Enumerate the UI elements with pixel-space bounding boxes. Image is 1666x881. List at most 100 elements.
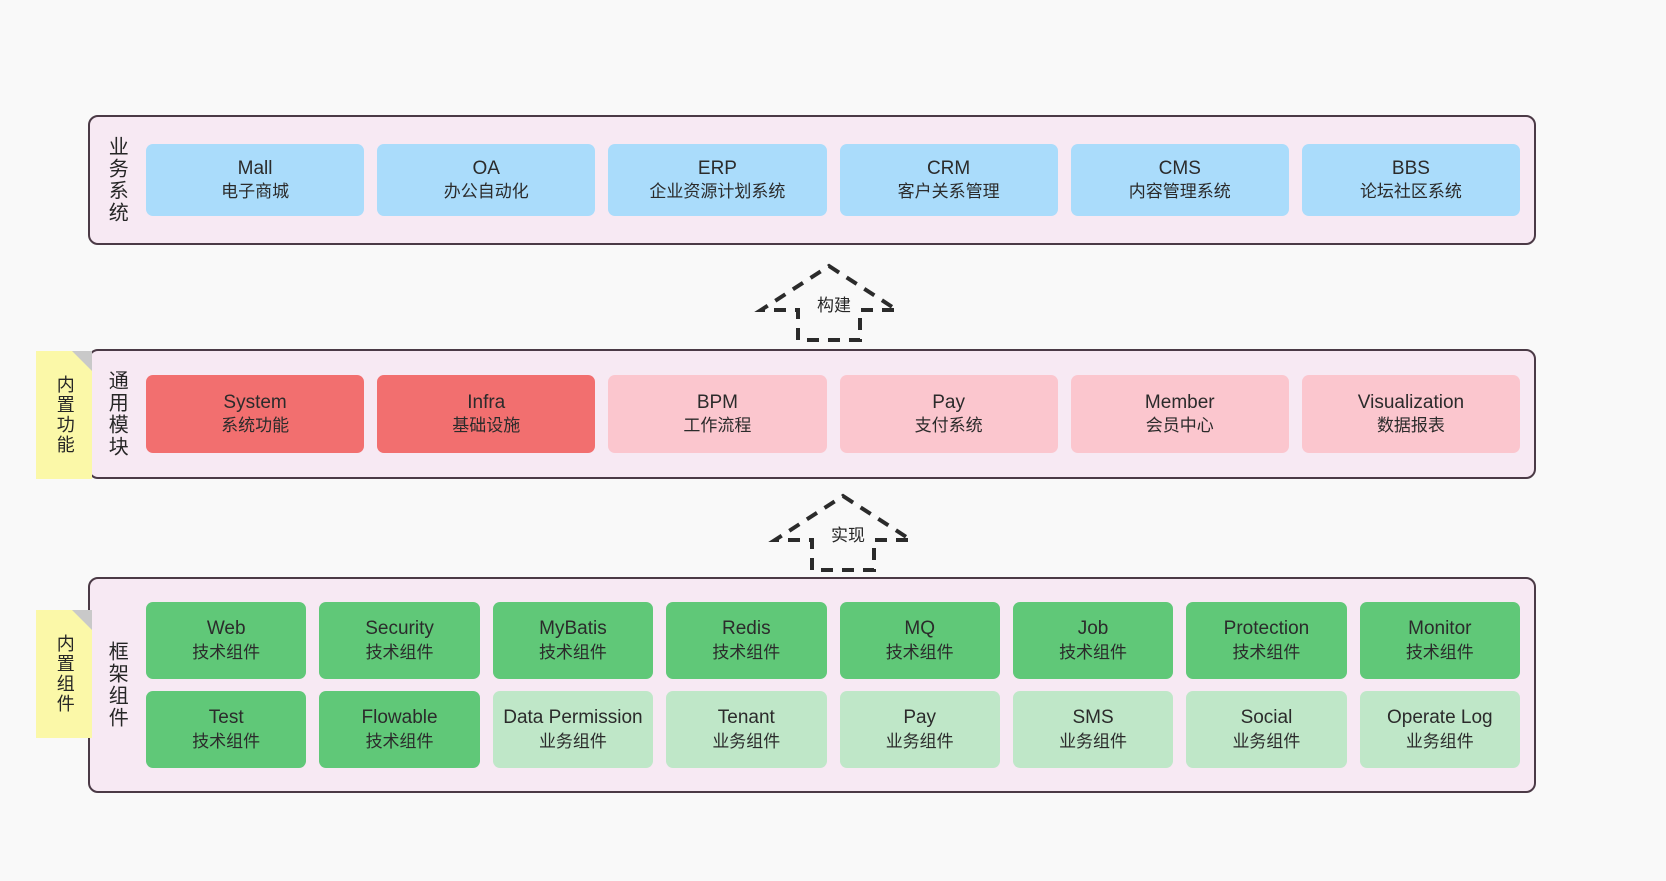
- card-title: OA: [472, 157, 500, 179]
- card-row: System 系统功能 Infra 基础设施 BPM 工作流程 Pay 支付系统…: [146, 375, 1521, 453]
- card-subtitle: 客户关系管理: [897, 182, 1000, 202]
- card-title: Security: [365, 618, 434, 640]
- card-member[interactable]: Member 会员中心: [1070, 375, 1289, 453]
- card-cms[interactable]: CMS 内容管理系统: [1070, 144, 1289, 216]
- card-subtitle: 技术组件: [538, 642, 607, 662]
- card-redis[interactable]: Redis 技术组件: [666, 602, 827, 679]
- card-title: Protection: [1223, 618, 1310, 640]
- card-title: Operate Log: [1386, 707, 1493, 729]
- card-title: BPM: [696, 391, 739, 413]
- card-subtitle: 技术组件: [192, 731, 261, 751]
- card-subtitle: 工作流程: [683, 416, 752, 436]
- card-subtitle: 内容管理系统: [1128, 182, 1231, 202]
- card-title: BBS: [1391, 157, 1430, 179]
- card-title: Test: [208, 707, 244, 729]
- card-subtitle: 技术组件: [712, 642, 781, 662]
- card-title: Mall: [237, 157, 273, 179]
- card-subtitle: 基础设施: [452, 416, 521, 436]
- card-bpm[interactable]: BPM 工作流程: [608, 375, 827, 453]
- card-subtitle: 会员中心: [1145, 416, 1214, 436]
- layer-common-module-body: System 系统功能 Infra 基础设施 BPM 工作流程 Pay 支付系统…: [142, 351, 1534, 477]
- card-subtitle: 办公自动化: [443, 182, 529, 202]
- card-title: Data Permission: [503, 707, 643, 729]
- arrow-realize-shape: [768, 493, 918, 572]
- arrow-build: 构建: [754, 262, 904, 342]
- layer-business-system-label: 业务系统: [105, 136, 128, 224]
- card-flowable[interactable]: Flowable 技术组件: [319, 691, 480, 768]
- card-crm[interactable]: CRM 客户关系管理: [839, 144, 1058, 216]
- card-title: MyBatis: [539, 618, 607, 640]
- card-title: Web: [206, 618, 246, 640]
- card-subtitle: 业务组件: [712, 731, 781, 751]
- card-title: Flowable: [361, 707, 438, 729]
- card-subtitle: 数据报表: [1376, 416, 1445, 436]
- card-subtitle: 系统功能: [221, 416, 290, 436]
- card-oa[interactable]: OA 办公自动化: [377, 144, 596, 216]
- card-row: Web 技术组件 Security 技术组件 MyBatis 技术组件 Redi…: [146, 602, 1520, 679]
- card-bbs[interactable]: BBS 论坛社区系统: [1301, 144, 1521, 216]
- card-subtitle: 业务组件: [885, 731, 954, 751]
- arrow-build-label: 构建: [814, 291, 854, 316]
- card-pay-business[interactable]: Pay 业务组件: [839, 691, 1000, 768]
- arrow-realize-label: 实现: [828, 521, 868, 546]
- card-monitor[interactable]: Monitor 技术组件: [1359, 602, 1520, 679]
- layer-framework-component-body: Web 技术组件 Security 技术组件 MyBatis 技术组件 Redi…: [142, 579, 1534, 791]
- card-title: Redis: [722, 618, 771, 640]
- card-subtitle: 业务组件: [1059, 731, 1128, 751]
- arrow-build-shape: [754, 263, 904, 342]
- card-title: CRM: [926, 157, 971, 179]
- card-mybatis[interactable]: MyBatis 技术组件: [492, 602, 654, 679]
- card-tenant[interactable]: Tenant 业务组件: [666, 691, 827, 768]
- card-title: System: [223, 391, 287, 413]
- card-title: Social: [1240, 707, 1293, 729]
- card-social[interactable]: Social 业务组件: [1186, 691, 1347, 768]
- card-title: CMS: [1158, 157, 1201, 179]
- layer-business-system-body: Mall 电子商城 OA 办公自动化 ERP 企业资源计划系统 CRM 客户关系…: [142, 117, 1534, 243]
- card-subtitle: 技术组件: [365, 642, 434, 662]
- card-subtitle: 业务组件: [1405, 731, 1474, 751]
- layer-framework-component: 框架组件 Web 技术组件 Security 技术组件 MyBatis 技术组件…: [88, 577, 1536, 793]
- card-title: SMS: [1072, 707, 1114, 729]
- card-subtitle: 技术组件: [1405, 642, 1474, 662]
- layer-common-module-label: 通用模块: [105, 370, 128, 458]
- card-visualization[interactable]: Visualization 数据报表: [1301, 375, 1521, 453]
- card-security[interactable]: Security 技术组件: [319, 602, 480, 679]
- card-subtitle: 电子商城: [221, 182, 290, 202]
- card-job[interactable]: Job 技术组件: [1012, 602, 1174, 679]
- card-test[interactable]: Test 技术组件: [146, 691, 307, 768]
- card-subtitle: 业务组件: [538, 731, 607, 751]
- card-title: Tenant: [717, 707, 775, 729]
- card-sms[interactable]: SMS 业务组件: [1012, 691, 1174, 768]
- card-subtitle: 支付系统: [914, 416, 983, 436]
- card-title: ERP: [697, 157, 737, 179]
- card-web[interactable]: Web 技术组件: [146, 602, 307, 679]
- card-pay[interactable]: Pay 支付系统: [839, 375, 1058, 453]
- card-subtitle: 企业资源计划系统: [649, 182, 786, 202]
- card-erp[interactable]: ERP 企业资源计划系统: [608, 144, 827, 216]
- card-mq[interactable]: MQ 技术组件: [839, 602, 1000, 679]
- layer-common-module: 通用模块 System 系统功能 Infra 基础设施 BPM 工作流程 Pay…: [88, 349, 1536, 479]
- card-operate-log[interactable]: Operate Log 业务组件: [1359, 691, 1520, 768]
- card-title: Visualization: [1357, 391, 1465, 413]
- card-title: MQ: [904, 618, 935, 640]
- arrow-realize: 实现: [768, 492, 918, 572]
- card-subtitle: 论坛社区系统: [1359, 182, 1462, 202]
- card-subtitle: 技术组件: [365, 731, 434, 751]
- card-subtitle: 技术组件: [192, 642, 261, 662]
- sticky-note-builtin-component: 内置组件: [36, 610, 92, 738]
- sticky-note-text: 内置组件: [54, 634, 75, 714]
- layer-business-system: 业务系统 Mall 电子商城 OA 办公自动化 ERP 企业资源计划系统 CRM…: [88, 115, 1536, 245]
- card-subtitle: 业务组件: [1232, 731, 1301, 751]
- card-subtitle: 技术组件: [885, 642, 954, 662]
- card-mall[interactable]: Mall 电子商城: [146, 144, 365, 216]
- card-title: Member: [1144, 391, 1215, 413]
- card-data-permission[interactable]: Data Permission 业务组件: [492, 691, 654, 768]
- card-infra[interactable]: Infra 基础设施: [377, 375, 596, 453]
- card-title: Monitor: [1408, 618, 1472, 640]
- card-row: Test 技术组件 Flowable 技术组件 Data Permission …: [146, 691, 1520, 768]
- card-protection[interactable]: Protection 技术组件: [1186, 602, 1347, 679]
- card-title: Infra: [467, 391, 506, 413]
- card-system[interactable]: System 系统功能: [146, 375, 365, 453]
- card-row: Mall 电子商城 OA 办公自动化 ERP 企业资源计划系统 CRM 客户关系…: [146, 144, 1521, 216]
